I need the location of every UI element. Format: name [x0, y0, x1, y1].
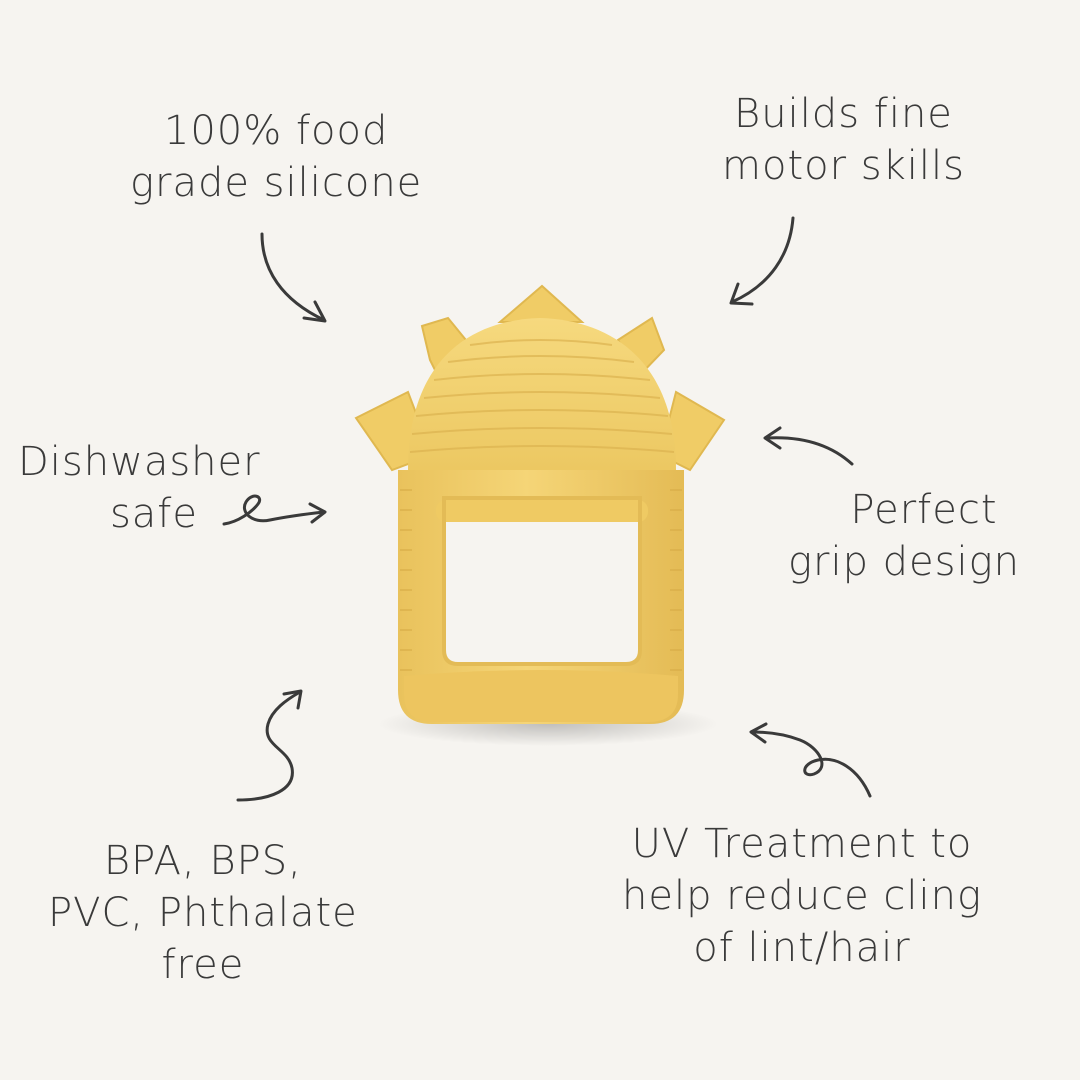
callout-dishwasher-line-2: safe	[109, 491, 198, 537]
callout-silicone-line-2: grade silicone	[130, 160, 423, 206]
arrow-dishwasher-icon	[222, 494, 327, 526]
arrow-silicone-icon	[260, 232, 327, 323]
callout-dishwasher-line-1: Dishwasher	[18, 439, 261, 485]
callout-grip-line-2: grip design	[788, 539, 1020, 585]
callout-motor-line-1: Builds fine	[734, 91, 953, 137]
callout-uv-line-3: of lint/hair	[693, 925, 911, 971]
callout-silicone: 100% food grade silicone	[130, 105, 422, 209]
arrow-motor-icon	[729, 216, 795, 306]
arrow-bpa-icon	[236, 689, 303, 802]
callout-motor-line-2: motor skills	[722, 143, 965, 189]
callout-uv-line-2: help reduce cling	[622, 873, 982, 919]
callout-dishwasher: Dishwasher safe	[18, 436, 296, 540]
callout-grip: Perfect grip design	[788, 484, 1020, 588]
callout-uv-line-1: UV Treatment to	[631, 821, 973, 867]
arrow-uv-icon	[749, 722, 872, 798]
callout-bpa-line-2: PVC, Phthalate	[48, 890, 358, 936]
arrow-grip-icon	[763, 426, 854, 466]
callout-motor-skills: Builds fine motor skills	[722, 88, 965, 192]
callout-silicone-line-1: 100% food	[163, 108, 389, 154]
callout-bpa-free: BPA, BPS, PVC, Phthalate free	[48, 835, 358, 991]
callout-grip-line-1: Perfect	[850, 487, 998, 533]
callout-uv-treatment: UV Treatment to help reduce cling of lin…	[622, 818, 982, 974]
callout-bpa-line-3: free	[161, 942, 245, 988]
callout-bpa-line-1: BPA, BPS,	[103, 838, 302, 884]
